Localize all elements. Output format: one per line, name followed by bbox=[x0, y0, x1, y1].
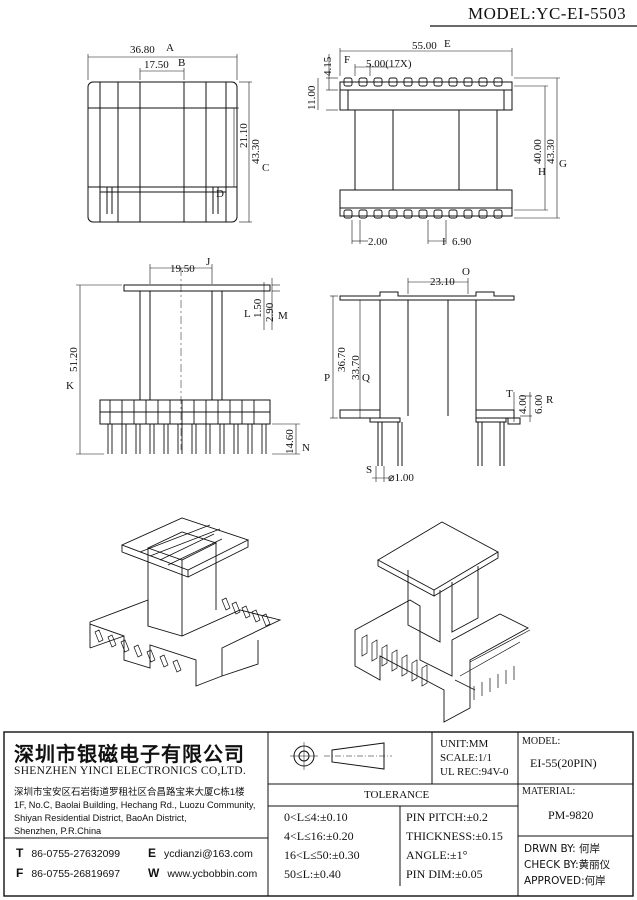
dim-q-label: Q bbox=[362, 372, 370, 384]
title-block-frame bbox=[3, 731, 634, 897]
dim-i-label: I bbox=[442, 236, 446, 248]
address-line-4: Shenzhen, P.R.China bbox=[14, 826, 102, 836]
tolerance-row-2: 4<L≤16:±0.20 bbox=[284, 829, 354, 843]
dim-b-value: 17.50 bbox=[144, 59, 169, 71]
tolerance-row-4: 50≤L:±0.40 bbox=[284, 867, 341, 881]
phone-label: T bbox=[16, 846, 24, 860]
dim-4-value: 4.00 bbox=[517, 394, 529, 414]
model-title: MODEL:YC-EI-5503 bbox=[468, 4, 627, 23]
dim-11-value: 11.00 bbox=[306, 85, 318, 110]
dim-e-label: E bbox=[444, 38, 451, 50]
company-name-en: SHENZHEN YINCI ELECTRONICS CO,LTD. bbox=[14, 765, 246, 777]
thickness-tolerance: THICKNESS:±0.15 bbox=[406, 829, 503, 843]
dim-m-label: M bbox=[278, 310, 288, 322]
web-label: W bbox=[148, 866, 160, 880]
dim-r-label: R bbox=[546, 394, 554, 406]
dim-433-value: 43.30 bbox=[545, 139, 557, 164]
email-address[interactable]: ycdianzi@163.com bbox=[164, 848, 253, 860]
pin-pitch-tolerance: PIN PITCH:±0.2 bbox=[406, 810, 488, 824]
dim-k-label: K bbox=[66, 380, 74, 392]
dim-c-value: 43.30 bbox=[250, 139, 262, 164]
dim-pitch-value: 5.00(17X) bbox=[366, 58, 412, 70]
company-name-cn: 深圳市银磁电子有限公司 bbox=[14, 742, 245, 766]
ul-rec-text: UL REC:94V-0 bbox=[440, 766, 509, 778]
tolerance-row-1: 0<L≤4:±0.10 bbox=[284, 810, 348, 824]
dim-o-label: O bbox=[462, 266, 470, 278]
dim-367-value: 36.70 bbox=[336, 347, 348, 372]
dim-f-label: F bbox=[344, 54, 351, 66]
isometric-left bbox=[89, 517, 282, 687]
dim-n-label: N bbox=[302, 442, 310, 454]
drawn-by: DRWN BY: 何岸 bbox=[524, 843, 601, 855]
right-top-view bbox=[317, 48, 560, 244]
check-by: CHECK BY:黄丽仪 bbox=[524, 859, 611, 871]
scale-text: SCALE:1/1 bbox=[440, 752, 492, 764]
model-label: MODEL: bbox=[522, 736, 561, 747]
dim-pin-value: ⌀1.00 bbox=[388, 472, 414, 484]
address-line-2: 1F, No.C, Baolai Building, Hechang Rd., … bbox=[14, 800, 256, 810]
dim-29-value: 2.90 bbox=[264, 302, 276, 322]
phone-row: T 86-0755-27632099 bbox=[16, 846, 120, 860]
dim-2-value: 2.00 bbox=[368, 236, 388, 248]
dim-337-value: 33.70 bbox=[350, 355, 362, 380]
address-line-1: 深圳市宝安区石岩街道罗租社区合昌路宝来大厦C栋1楼 bbox=[14, 787, 245, 798]
material-value: PM-9820 bbox=[548, 808, 594, 822]
model-value: EI-55(20PIN) bbox=[530, 756, 597, 770]
dim-6-value: 6.00 bbox=[533, 394, 545, 414]
tolerance-label: TOLERANCE bbox=[364, 789, 430, 801]
side-view bbox=[330, 278, 532, 482]
fax-row: F 86-0755-26819697 bbox=[16, 866, 120, 880]
address-line-3: Shiyan Residential District, BaoAn Distr… bbox=[14, 813, 187, 823]
fax-number: 86-0755-26819697 bbox=[31, 868, 121, 880]
dim-d-value: 21.10 bbox=[238, 123, 250, 148]
dim-512-value: 51.20 bbox=[68, 347, 80, 372]
dim-b-label: B bbox=[178, 57, 186, 69]
dim-a-value: 36.80 bbox=[130, 44, 155, 56]
dim-j-label: J bbox=[206, 256, 211, 268]
dim-15-value: 1.50 bbox=[252, 298, 264, 318]
dim-a-label: A bbox=[166, 42, 174, 54]
front-view bbox=[76, 264, 300, 455]
angle-tolerance: ANGLE:±1° bbox=[406, 848, 468, 862]
approved-by: APPROVED:何岸 bbox=[524, 875, 606, 887]
dim-j-value: 19.50 bbox=[170, 263, 195, 275]
pin-dim-tolerance: PIN DIM:±0.05 bbox=[406, 867, 483, 881]
dim-l-label: L bbox=[244, 308, 251, 320]
dim-h-label: H bbox=[538, 166, 546, 178]
dim-t-label: T bbox=[506, 388, 513, 400]
isometric-right bbox=[354, 521, 531, 723]
dim-g-label: G bbox=[559, 158, 567, 170]
email-label: E bbox=[148, 846, 157, 860]
top-view bbox=[87, 54, 252, 223]
dim-e-value: 55.00 bbox=[412, 40, 437, 52]
dim-d-label: D bbox=[216, 188, 224, 200]
dim-146-value: 14.60 bbox=[284, 429, 296, 454]
dim-o-value: 23.10 bbox=[430, 276, 455, 288]
dim-415-value: 4.15 bbox=[322, 56, 334, 76]
dim-69-value: 6.90 bbox=[452, 236, 472, 248]
dim-c-label: C bbox=[262, 162, 270, 174]
phone-number: 86-0755-27632099 bbox=[31, 848, 121, 860]
material-label: MATERIAL: bbox=[522, 786, 576, 797]
tolerance-row-3: 16<L≤50:±0.30 bbox=[284, 848, 360, 862]
fax-label: F bbox=[16, 866, 24, 880]
dim-40-value: 40.00 bbox=[532, 139, 544, 164]
dim-s-label: S bbox=[366, 464, 373, 476]
unit-text: UNIT:MM bbox=[440, 738, 489, 750]
web-address[interactable]: www.ycbobbin.com bbox=[167, 868, 258, 880]
dim-p-label: P bbox=[324, 372, 331, 384]
